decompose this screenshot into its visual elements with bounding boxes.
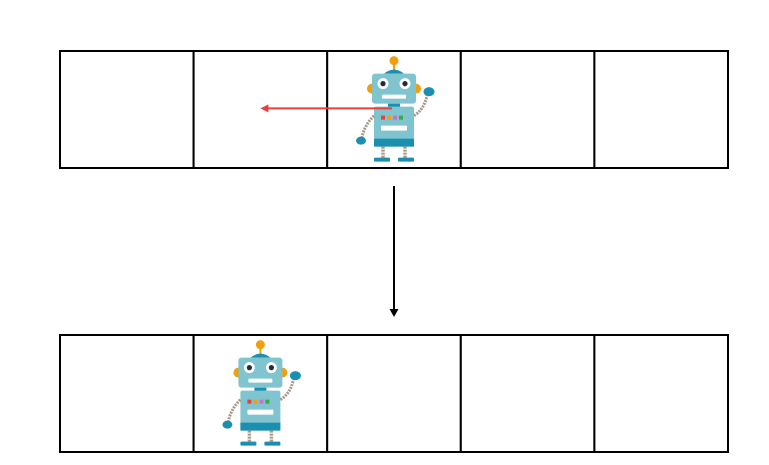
grid-cell bbox=[59, 50, 195, 169]
grid-row-1 bbox=[59, 50, 730, 169]
grid-row-2 bbox=[59, 334, 730, 453]
move-left-arrowhead bbox=[260, 104, 269, 113]
grid-cell bbox=[593, 50, 730, 169]
grid-cell bbox=[326, 334, 462, 453]
grid-cell bbox=[593, 334, 730, 453]
transition-arrowhead bbox=[389, 309, 399, 317]
grid-cell bbox=[459, 50, 596, 169]
grid-cell bbox=[192, 50, 329, 169]
grid-cell bbox=[59, 334, 195, 453]
grid-cell bbox=[459, 334, 596, 453]
